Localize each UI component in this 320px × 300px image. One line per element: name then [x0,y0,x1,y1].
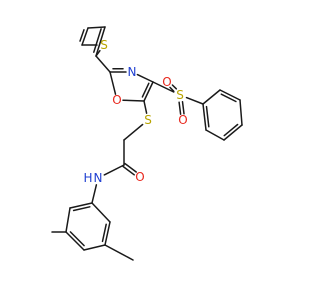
bond-r4-r5 [83,244,106,251]
bond-c2-nN [103,164,125,176]
bond-r5-r6 [104,221,111,246]
bond-oC5-thS [143,100,148,114]
bond-oO-oC5 [122,99,145,102]
oxazole-nitrogen-label: N [128,65,137,79]
amide-nitrogen-label: N [94,171,103,185]
bond-p4-p5-inner [223,123,239,137]
bond-p5-p6 [205,129,225,141]
bond-r1-r2-inner [72,206,91,212]
bond-c2-oCO-a [122,165,135,176]
bond-r5-r6-inner [101,223,107,243]
bond-sS-p1 [185,96,204,105]
bond-r3-r4 [65,231,85,251]
bond-oC4-sS [152,81,175,93]
bond-p6-p1 [202,103,207,131]
bond-p3-p4 [239,99,243,126]
sulfonyl-sulfur-label: S [176,88,184,102]
carbonyl-oxygen-label: O [135,170,144,184]
bond-nN-r1 [91,184,98,204]
amide-hydrogen-label: H [83,171,92,185]
bond-p2-p3 [219,89,241,101]
bond-layer [51,26,243,261]
bond-r6-r1 [91,202,111,223]
bond-r1-r2 [69,202,93,209]
bond-t1-t2 [87,26,106,29]
bond-sS-sOb-b [181,100,185,115]
bond-oC5-oC4-inner [141,82,150,98]
bond-p4-p5 [223,124,243,141]
thiophene-sulfur-label: S [100,38,108,52]
bond-oC2-oO [109,71,117,95]
sulfonyl-oxygen-top-label: O [162,75,171,89]
bond-r3-r4-inner [69,231,85,247]
bond-sS-sOt-a [171,84,178,90]
bond-sS-sOb-a [178,101,182,115]
bond-p1-p2 [202,89,221,105]
bond-sS-sOt-b [169,86,175,93]
bond-c2-oCO-b [124,162,137,173]
bond-r2-r3 [65,207,71,233]
bond-thS-c1 [123,123,144,141]
sulfonyl-oxygen-bottom-label: O [178,113,187,127]
bond-p2-p3-inner [220,93,237,103]
bond-r5-me2 [104,244,134,261]
oxazole-oxygen-label: O [112,93,121,107]
thioether-sulfur-label: S [144,113,152,127]
bond-oC5-oC4 [143,81,154,102]
bond-t4-t1 [95,26,106,57]
bond-t2-t3-inner [79,29,85,42]
bond-p6-p1-inner [205,105,210,128]
bond-t2-t3 [81,27,89,46]
bond-oC4-oN [136,73,154,83]
bond-t4-oC2 [95,55,111,73]
bond-t4-t1-inner [93,28,102,53]
